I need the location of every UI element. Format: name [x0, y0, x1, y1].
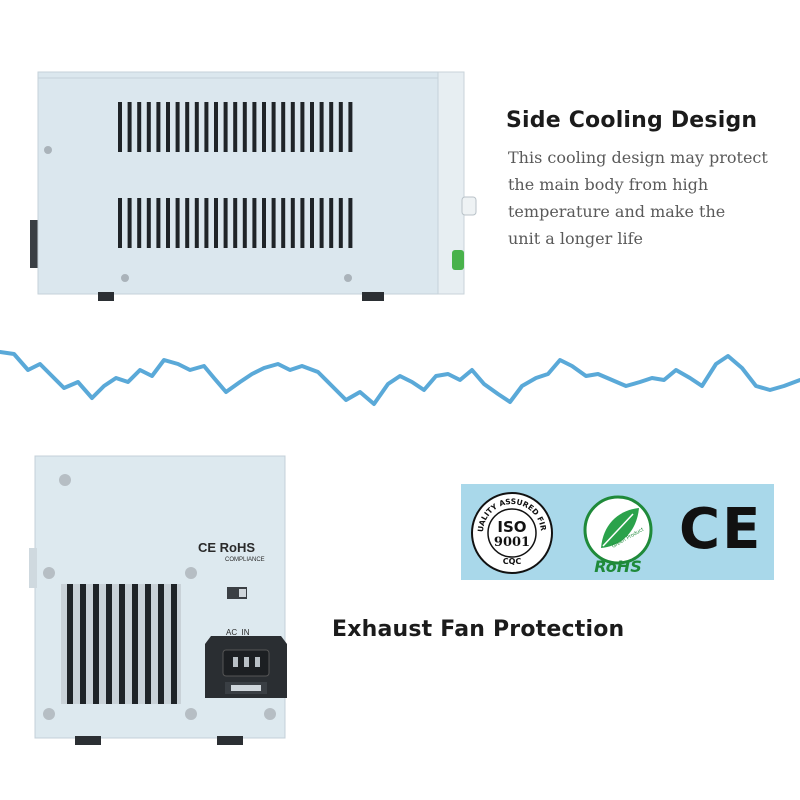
ce-rohs-mark: CE RoHS: [198, 540, 256, 555]
vent-slot: [223, 102, 228, 152]
ce-mark: CE: [679, 497, 763, 562]
vent-slot: [329, 198, 334, 248]
vent-slot: [348, 198, 353, 248]
description-line: the main body from high: [508, 175, 709, 194]
vent-slot: [252, 102, 257, 152]
vent-slot: [233, 198, 238, 248]
rohs-label-text: RoHS: [594, 557, 641, 576]
side-cooling-title: Side Cooling Design: [506, 108, 758, 133]
vent-slot: [290, 198, 295, 248]
vent-slot: [271, 198, 276, 248]
vent-slot: [145, 584, 151, 704]
vent-slot: [118, 198, 122, 248]
iso-9001-icon: QUALITY ASSURED FIRM ISO 9001 CQC: [467, 488, 553, 574]
vent-slot: [127, 198, 132, 248]
vent-slot: [338, 198, 343, 248]
vent-slot: [156, 102, 161, 152]
vent-slot: [132, 584, 138, 704]
vent-slot: [338, 102, 343, 152]
iso-sub-text: CQC: [503, 557, 522, 566]
vent-slot: [175, 102, 180, 152]
vent-slot: [175, 198, 180, 248]
vent-slot: [262, 198, 266, 248]
vent-slot: [281, 102, 286, 152]
vent-slot: [137, 102, 142, 152]
compliance-label: COMPLIANCE: [225, 557, 265, 563]
vent-slot: [271, 102, 276, 152]
vent-slot: [194, 198, 199, 248]
vent-slot: [252, 198, 257, 248]
vent-slot: [127, 102, 132, 152]
vent-slot: [214, 198, 218, 248]
vent-slot: [242, 102, 247, 152]
vent-slot: [106, 584, 112, 704]
rear-view-device-illustration: [29, 455, 287, 745]
vent-slot: [146, 198, 151, 248]
vent-slot: [171, 584, 177, 704]
iso-number-text: 9001: [494, 535, 530, 550]
vent-slot: [166, 198, 170, 248]
description-line: temperature and make the: [508, 202, 726, 221]
exhaust-fan-title: Exhaust Fan Protection: [332, 617, 625, 642]
vent-slot: [204, 198, 209, 248]
vent-slot: [233, 102, 238, 152]
vent-slot: [93, 584, 99, 704]
vent-slot: [319, 102, 324, 152]
vent-slot: [310, 198, 314, 248]
ac-in-label: AC IN: [226, 628, 250, 637]
vent-slot: [281, 198, 286, 248]
vent-slot: [310, 102, 314, 152]
certification-badges: QUALITY ASSURED FIRM ISO 9001 CQC Green …: [461, 484, 774, 580]
rohs-green-product-icon: Green Product RoHS: [583, 495, 653, 576]
vent-slot: [300, 198, 305, 248]
vent-slot: [80, 584, 86, 704]
vent-slot: [300, 102, 305, 152]
description-line: This cooling design may protect: [508, 148, 768, 167]
description-line: unit a longer life: [508, 229, 643, 248]
vent-slot: [158, 584, 164, 704]
iso-main-text: ISO: [497, 518, 526, 536]
vent-slot: [185, 198, 190, 248]
vent-slot: [223, 198, 228, 248]
vent-slot: [262, 102, 266, 152]
vent-slot: [166, 102, 170, 152]
vent-slot: [214, 102, 218, 152]
vent-slot: [329, 102, 334, 152]
vent-slot: [119, 584, 125, 704]
vent-slot: [118, 102, 122, 152]
vent-slot: [204, 102, 209, 152]
vent-slot: [319, 198, 324, 248]
vent-slot: [348, 102, 353, 152]
vent-slot: [194, 102, 199, 152]
vent-slot: [290, 102, 295, 152]
vent-slot: [156, 198, 161, 248]
vent-slot: [242, 198, 247, 248]
vent-slot: [67, 584, 73, 704]
side-view-device-illustration: [30, 71, 477, 301]
wave-divider: [0, 350, 800, 406]
vent-slot: [137, 198, 142, 248]
vent-slot: [185, 102, 190, 152]
vent-slot: [146, 102, 151, 152]
side-cooling-description: This cooling design may protect the main…: [508, 144, 768, 252]
